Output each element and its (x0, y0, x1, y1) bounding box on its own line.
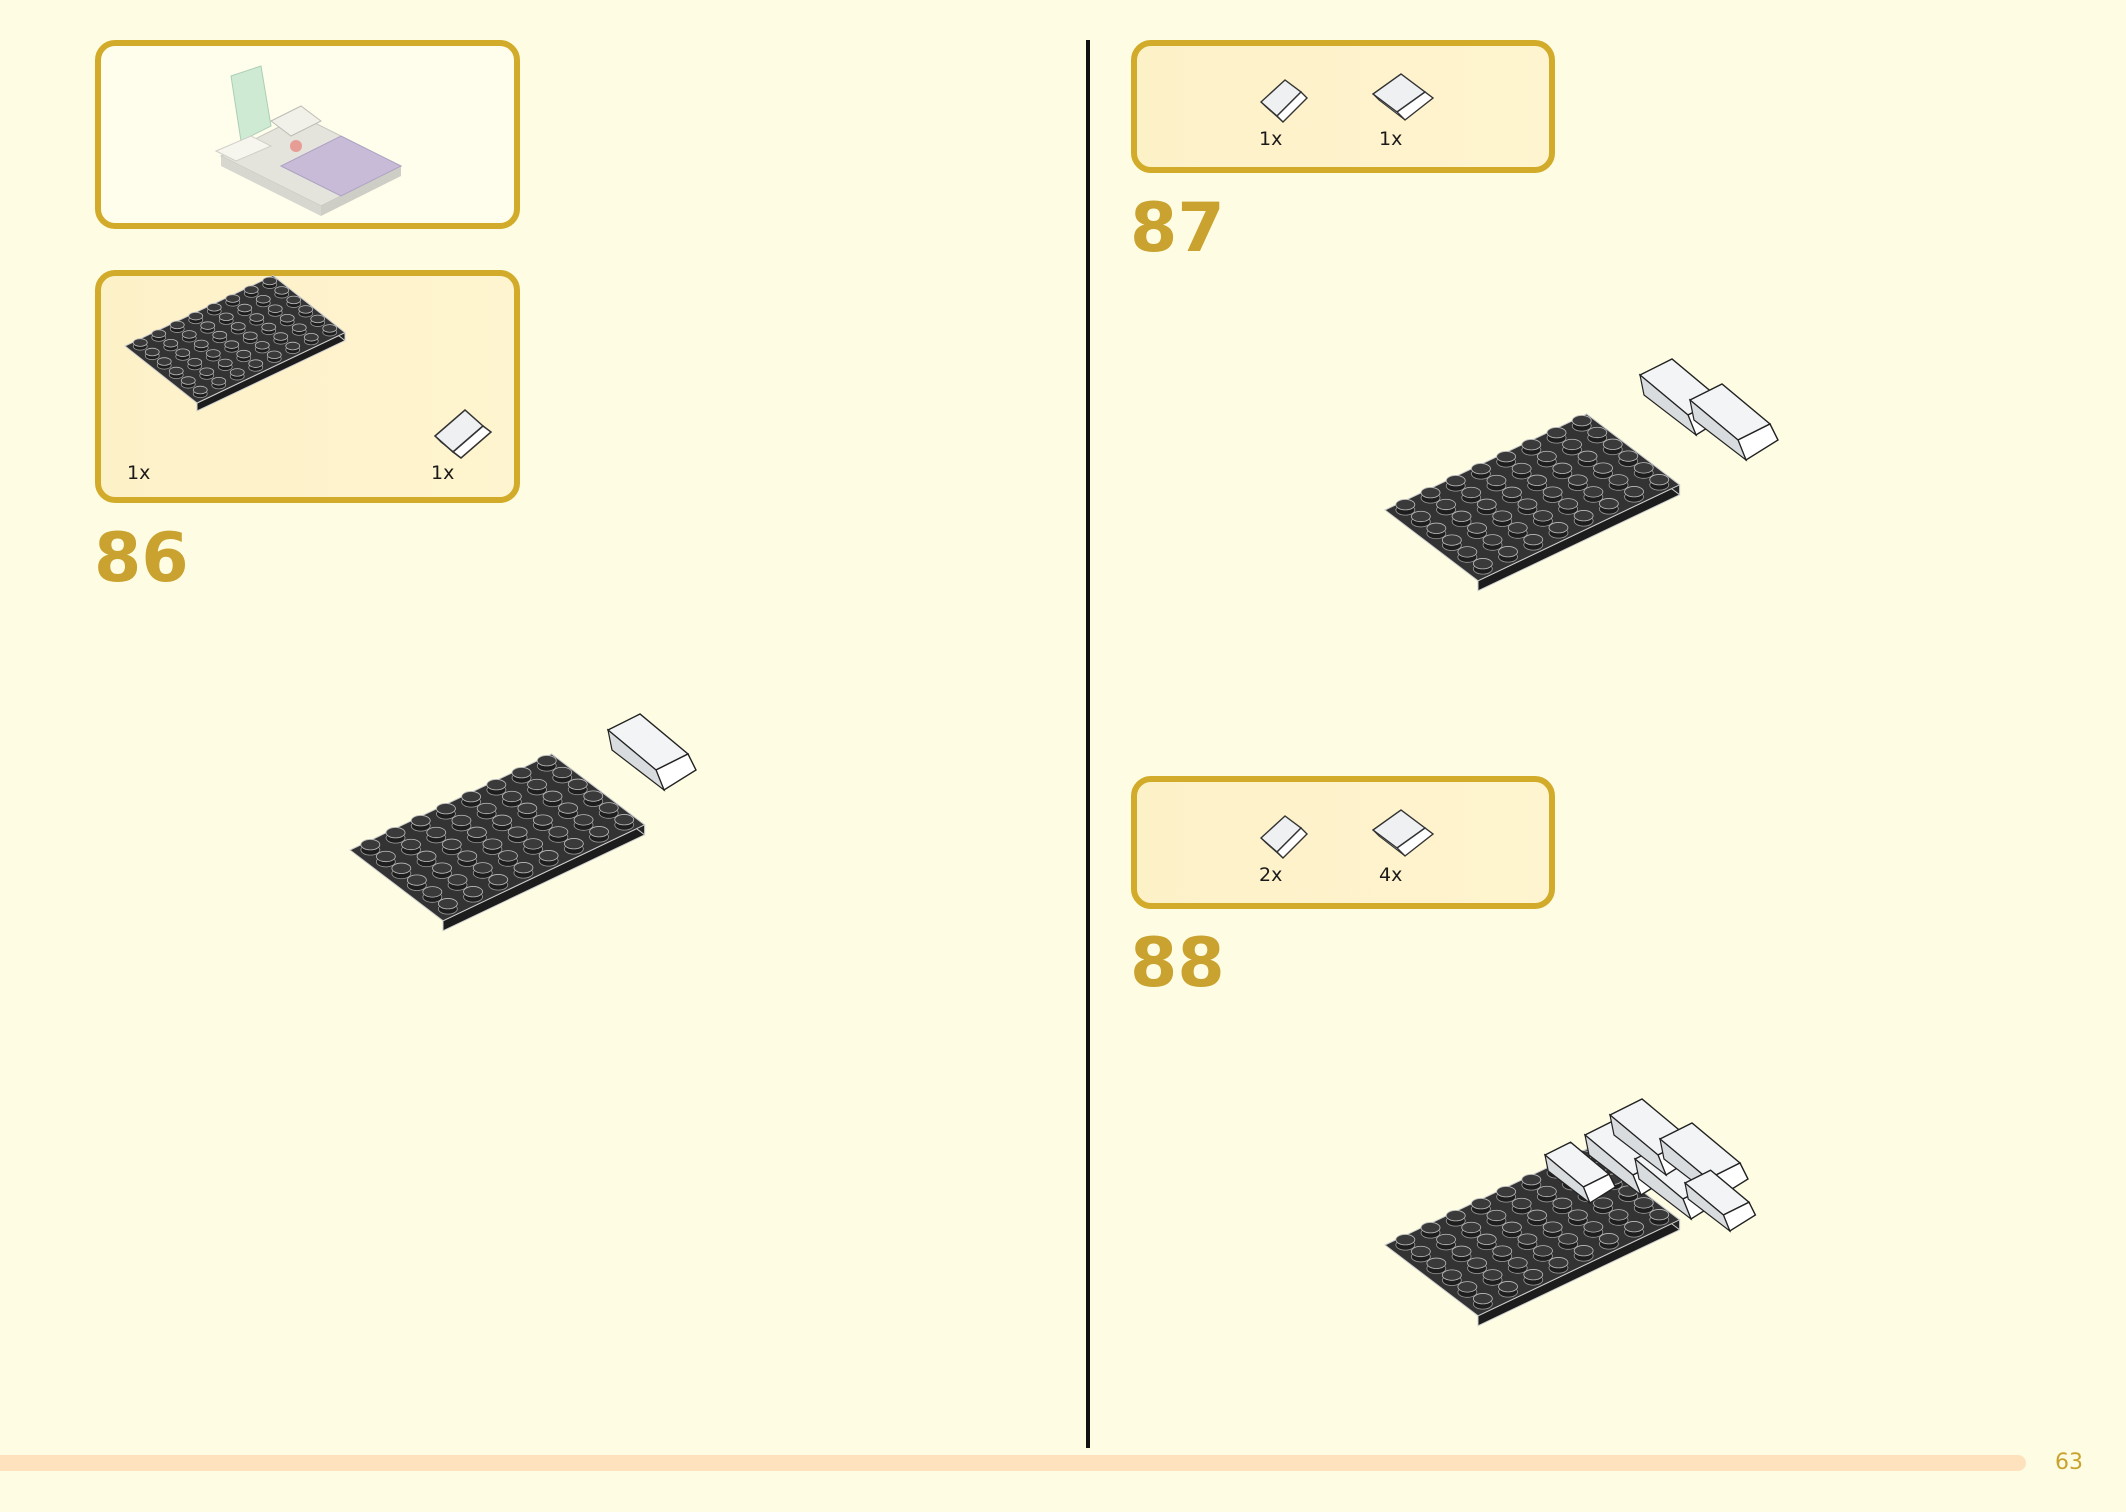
small-slope-part-icon (1259, 815, 1308, 859)
step-86-parts-box: 1x 1x (95, 270, 520, 503)
step-87-model-image (1384, 358, 1779, 592)
small-slope-quantity: 2x (1259, 864, 1283, 886)
large-slope-quantity: 1x (1379, 128, 1403, 150)
white-slope-part-icon (433, 409, 493, 459)
page-divider (1086, 40, 1090, 1448)
small-slope-part-icon (1259, 79, 1308, 123)
page-number: 63 (2055, 1450, 2083, 1475)
large-slope-part-icon (1371, 809, 1435, 857)
bottom-progress-bar (0, 1455, 2026, 1471)
plate-quantity: 1x (127, 462, 151, 484)
step-86-model-image (349, 713, 697, 932)
step-88-parts-box: 2x 4x (1131, 776, 1555, 909)
step-88-model-image (1384, 1098, 1757, 1327)
step-87-parts-box: 1x 1x (1131, 40, 1555, 173)
step-87-number: 87 (1130, 189, 1225, 268)
step-86-number: 86 (94, 519, 189, 598)
black-plate-part-icon (124, 274, 346, 412)
slope-quantity: 1x (431, 462, 455, 484)
step-88-number: 88 (1130, 924, 1225, 1003)
large-slope-quantity: 4x (1379, 864, 1403, 886)
small-slope-quantity: 1x (1259, 128, 1283, 150)
large-slope-part-icon (1371, 73, 1435, 121)
overview-model-image (214, 65, 403, 216)
overview-box (95, 40, 520, 229)
